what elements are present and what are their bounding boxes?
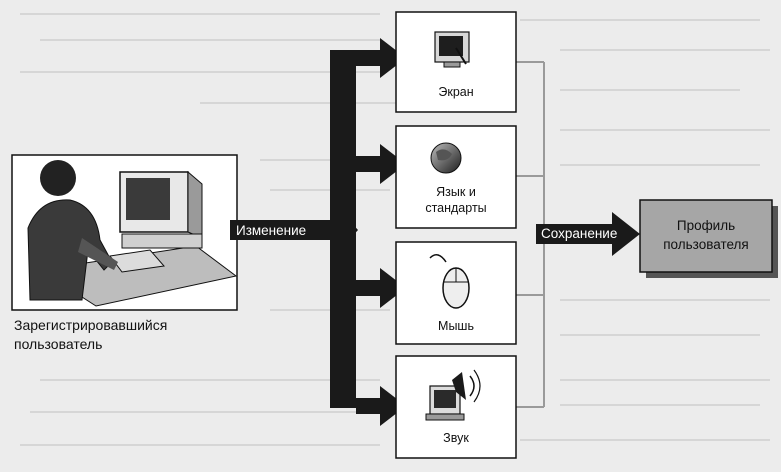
user-label-line2: пользователь (14, 336, 103, 352)
monitor-icon (434, 31, 470, 68)
save-label: Сохранение (541, 226, 618, 241)
globe-icon (430, 142, 462, 174)
user-label-line1: Зарегистрировавшийся (14, 317, 168, 333)
settings-box-language (395, 125, 517, 229)
change-arrow (230, 208, 358, 252)
user-illustration (11, 154, 238, 311)
mouse-icon (429, 254, 470, 309)
user-label: Зарегистрировавшийся пользователь (14, 316, 254, 354)
splitter-trunk (330, 50, 356, 408)
settings-label-mouse: Мышь (438, 319, 474, 333)
settings-label-screen: Экран (438, 85, 474, 99)
change-label: Изменение (236, 223, 307, 238)
profile-label-line1: Профиль (676, 218, 736, 233)
speaker-icon (425, 369, 481, 421)
profile-label-line2: пользователя (663, 237, 749, 252)
profile-box (639, 199, 773, 273)
branch-arrows (356, 38, 406, 426)
settings-label-sound: Звук (443, 431, 469, 445)
save-arrow (536, 212, 640, 256)
profile-label: Профиль пользователя (644, 216, 768, 254)
settings-label-language: Язык и стандарты (425, 185, 487, 215)
